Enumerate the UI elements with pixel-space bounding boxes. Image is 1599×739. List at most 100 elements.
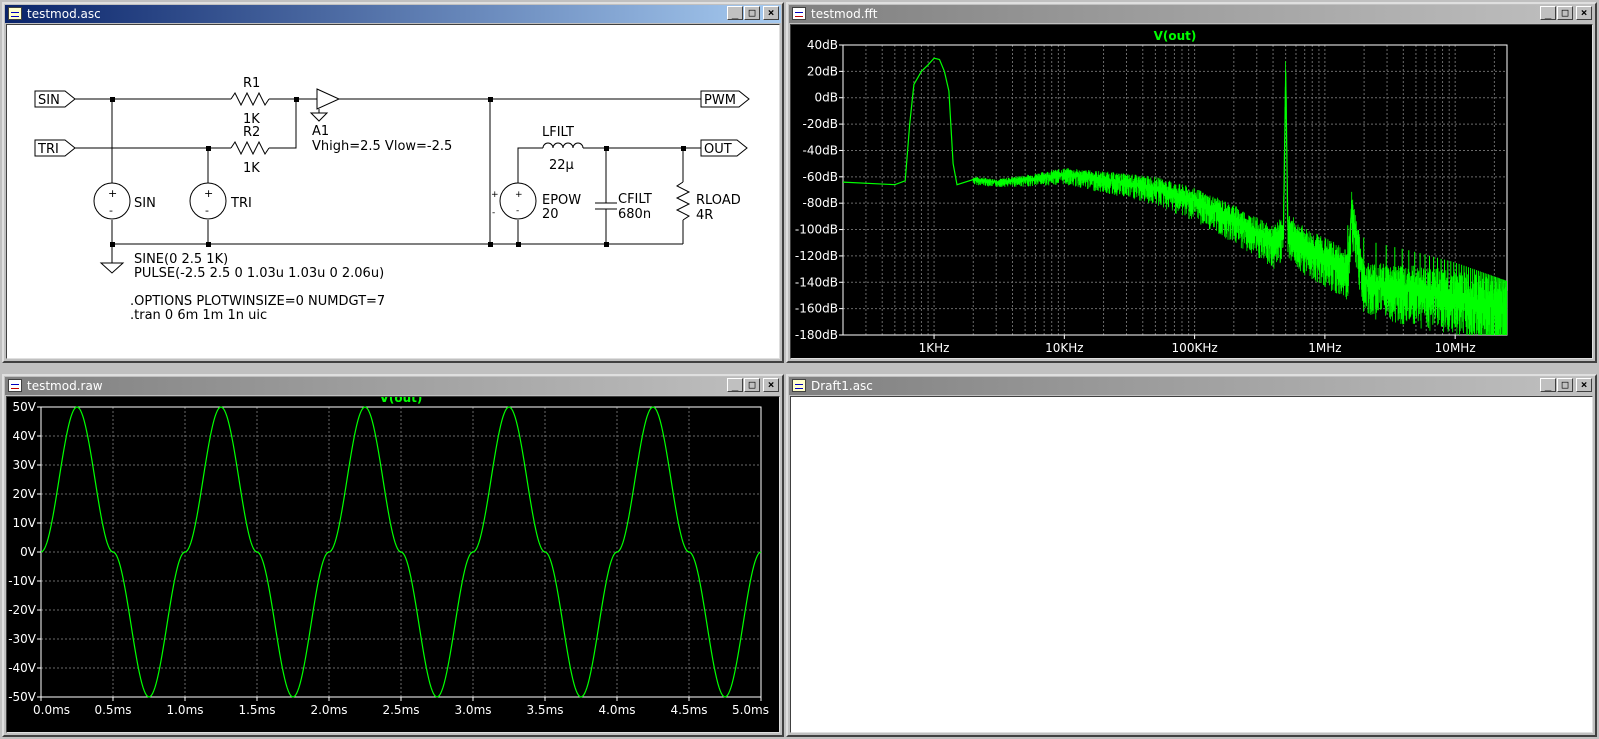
harmonic-spikes <box>1347 225 1507 309</box>
schematic-icon <box>8 7 22 20</box>
maximize-button[interactable]: □ <box>1557 378 1573 392</box>
x-tick-label: 10KHz <box>1045 341 1083 355</box>
y-tick-label: 10V <box>13 516 37 530</box>
draft-window[interactable]: Draft1.asc _ □ × <box>786 374 1597 737</box>
fft-window-controls: _ □ × <box>1539 6 1592 20</box>
junction <box>110 242 115 247</box>
time-chart: 50V40V30V20V10V0V-10V-20V-30V-40V-50V0.0… <box>8 397 769 717</box>
close-button[interactable]: × <box>763 378 779 392</box>
resistor-rload <box>675 181 691 221</box>
sin-source-name: SIN <box>134 196 156 211</box>
fft-chart: 40dB20dB0dB-20dB-40dB-60dB-80dB-100dB-12… <box>795 29 1508 355</box>
sine-spec: SINE(0 2.5 1K) <box>134 252 228 267</box>
out-port-flag <box>700 139 748 157</box>
tri-port-label: TRI <box>37 142 59 157</box>
schematic-window-title: testmod.asc <box>27 7 101 21</box>
y-tick-label: 0V <box>20 545 37 559</box>
draft-canvas[interactable] <box>790 396 1593 733</box>
minimize-button[interactable]: _ <box>727 6 743 20</box>
y-tick-label: -10V <box>8 574 37 588</box>
comparator-a1 <box>316 88 341 110</box>
minimize-button[interactable]: _ <box>727 378 743 392</box>
tri-port-flag <box>34 139 76 157</box>
pulse-spec: PULSE(-2.5 2.5 0 1.03u 1.03u 0 2.06u) <box>134 266 384 281</box>
source-sin <box>93 182 131 220</box>
r1-name: R1 <box>243 76 260 91</box>
schematic-window[interactable]: testmod.asc _ □ × <box>2 2 784 363</box>
schematic-canvas[interactable]: SIN TRI PWM OUT R1 1K R2 1K A1 Vhigh=2.5… <box>6 24 780 359</box>
source-tri <box>189 182 227 220</box>
epow-minus: - <box>516 206 519 216</box>
fft-window-title: testmod.fft <box>811 7 878 21</box>
junction <box>681 146 686 151</box>
waveform-icon <box>8 379 22 392</box>
junction <box>488 242 493 247</box>
sin-port-label: SIN <box>38 93 60 108</box>
fft-titlebar[interactable]: testmod.fft _ □ × <box>789 5 1594 23</box>
y-tick-label: -120dB <box>795 249 838 263</box>
y-tick-label: -30V <box>8 632 37 646</box>
chart-title: V(out) <box>1154 29 1197 43</box>
close-button[interactable]: × <box>763 6 779 20</box>
resistor-r2 <box>230 140 270 156</box>
tri-minus: - <box>205 204 209 217</box>
x-tick-label: 4.5ms <box>670 703 707 717</box>
maximize-button[interactable]: □ <box>1557 6 1573 20</box>
resistor-r1 <box>230 91 270 107</box>
y-tick-label: 20dB <box>807 64 838 78</box>
y-tick-label: 40V <box>13 429 37 443</box>
maximize-button[interactable]: □ <box>744 378 760 392</box>
junction <box>604 146 609 151</box>
junction <box>516 242 521 247</box>
a1-name: A1 <box>312 124 329 139</box>
cfilt-name: CFILT <box>618 192 652 207</box>
junction <box>604 242 609 247</box>
plot-frame <box>842 44 1508 336</box>
y-tick-label: -100dB <box>795 223 838 237</box>
draft-window-title: Draft1.asc <box>811 379 873 393</box>
x-tick-label: 0.5ms <box>94 703 131 717</box>
x-tick-label: 1MHz <box>1308 341 1341 355</box>
y-tick-label: -50V <box>8 690 37 704</box>
draft-titlebar[interactable]: Draft1.asc _ □ × <box>789 377 1594 395</box>
wire-a1-ground <box>309 109 329 122</box>
y-tick-label: -20dB <box>803 117 838 131</box>
x-tick-label: 3.5ms <box>526 703 563 717</box>
a1-params: Vhigh=2.5 Vlow=-2.5 <box>312 139 452 154</box>
tri-source-name: TRI <box>230 196 252 211</box>
y-tick-label: 40dB <box>807 38 838 52</box>
y-tick-label: -60dB <box>803 170 838 184</box>
close-button[interactable]: × <box>1576 6 1592 20</box>
x-tick-label: 2.0ms <box>310 703 347 717</box>
raw-titlebar[interactable]: testmod.raw _ □ × <box>5 377 781 395</box>
chart-title: V(out) <box>380 397 423 405</box>
tran-directive: .tran 0 6m 1m 1n uic <box>130 308 267 323</box>
minimize-button[interactable]: _ <box>1540 378 1556 392</box>
rload-value: 4R <box>696 208 713 223</box>
series-line <box>40 406 762 698</box>
tri-plus: + <box>204 187 213 200</box>
x-tick-label: 0.0ms <box>33 703 70 717</box>
epow-value: 20 <box>542 207 559 222</box>
schematic-titlebar[interactable]: testmod.asc _ □ × <box>5 5 781 23</box>
y-tick-label: -40dB <box>803 143 838 157</box>
schematic-window-controls: _ □ × <box>726 6 779 20</box>
capacitor-cfilt <box>595 148 617 244</box>
maximize-button[interactable]: □ <box>744 6 760 20</box>
epow-ctrl-plus: + <box>491 190 499 200</box>
r2-name: R2 <box>243 125 260 140</box>
epow-name: EPOW <box>542 193 581 208</box>
minimize-button[interactable]: _ <box>1540 6 1556 20</box>
close-button[interactable]: × <box>1576 378 1592 392</box>
raw-window-controls: _ □ × <box>726 378 779 392</box>
y-tick-label: -140dB <box>795 275 838 289</box>
junction <box>110 97 115 102</box>
out-port-label: OUT <box>704 142 732 157</box>
sin-port-flag <box>34 90 76 108</box>
x-tick-label: 2.5ms <box>382 703 419 717</box>
x-tick-label: 5.0ms <box>732 703 769 717</box>
